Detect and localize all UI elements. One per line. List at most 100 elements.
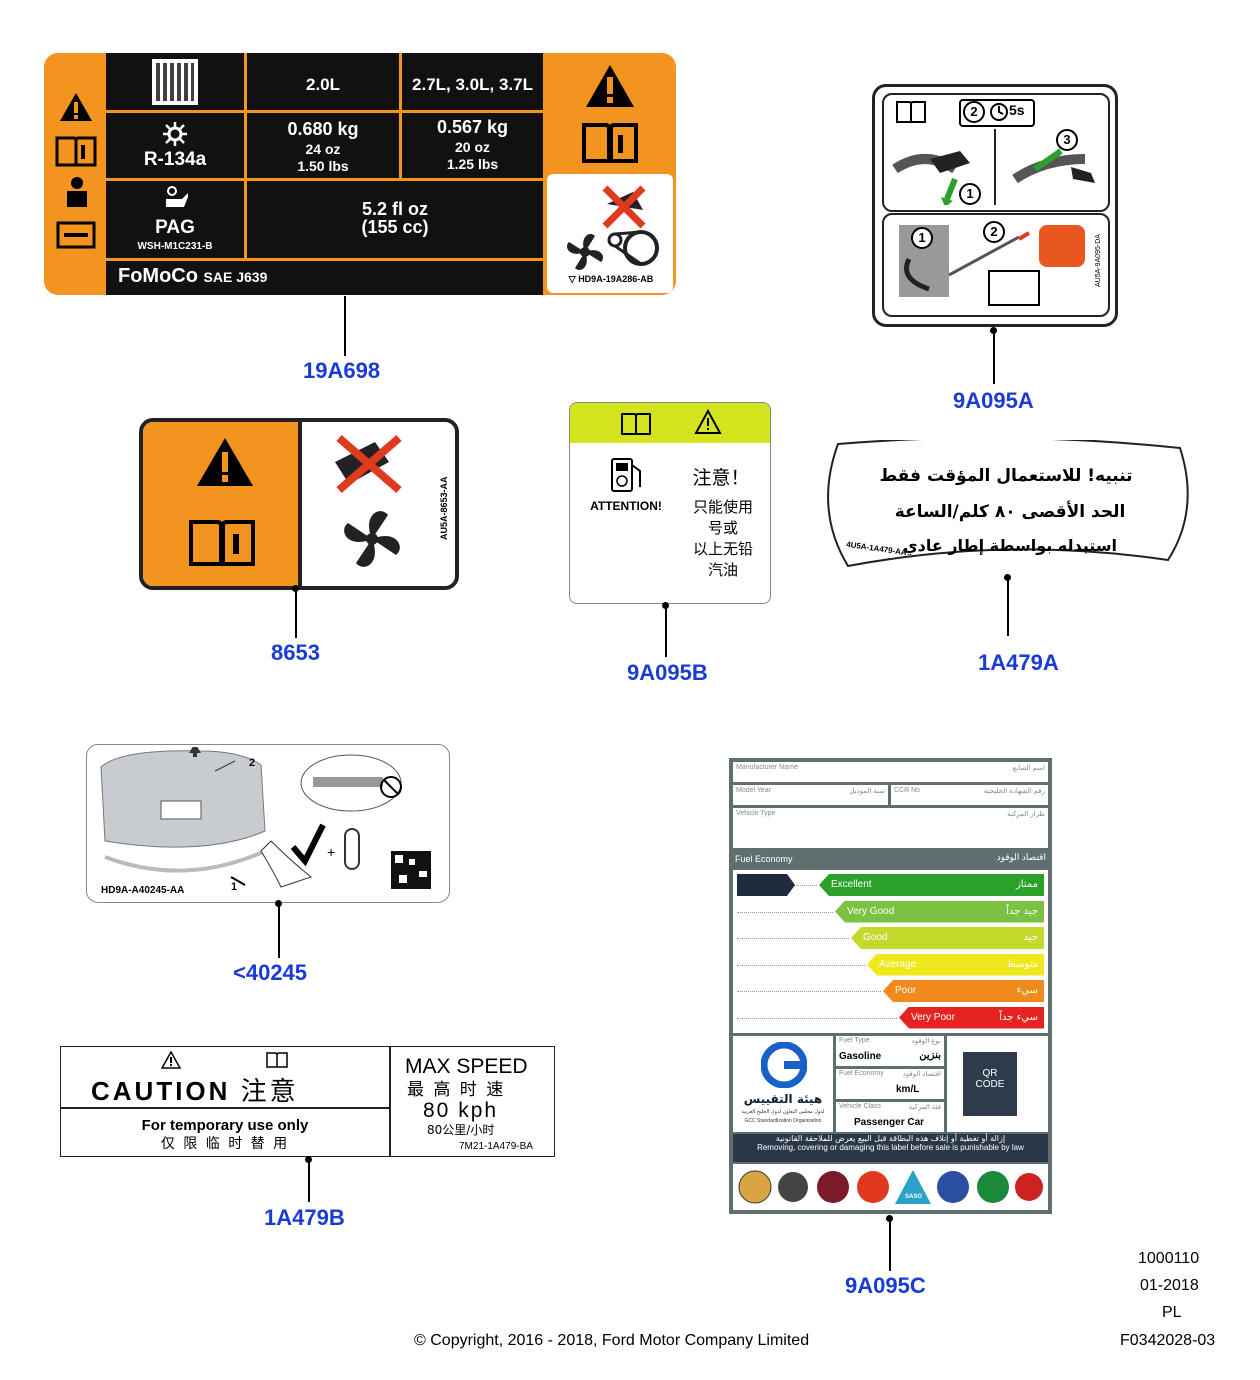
warning-icon (161, 1051, 181, 1069)
oil-amount-cc: (155 cc) (361, 217, 429, 237)
doc-ref: F0342028-03 (1120, 1332, 1216, 1349)
legal-warning: إزالة أو تغطية أو إتلاف هذه البطاقة قبل … (733, 1134, 1048, 1162)
fan-hazard-panel: ▽ HD9A-19A286-AB (547, 174, 673, 293)
callout-1a479b[interactable]: 1A479B (264, 1205, 345, 1230)
fuel-nozzle-diagram (892, 129, 1095, 205)
warning-icon (60, 93, 92, 121)
arabic-line2: الحد الأقصى ٨٠ كلم/الساعة (894, 502, 1126, 522)
member-state-logos (738, 1170, 1043, 1204)
callout-9a095c[interactable]: 9A095C (845, 1273, 926, 1298)
step-2-badge: 2 (963, 101, 985, 123)
part-code: AU5A-8653-AA (439, 476, 449, 540)
doc-date: 01-2018 (1140, 1277, 1199, 1294)
fan-icon (344, 511, 400, 567)
oil-type: PAG (155, 217, 195, 238)
part-code: ▽ HD9A-19A286-AB (568, 274, 654, 284)
refrigerant-type: R-134a (143, 149, 207, 170)
zh-lines: 只能使用 号或 以上无铅 汽油 (692, 498, 753, 579)
svg-text:+: + (327, 844, 335, 860)
manual-book-icon (582, 123, 638, 163)
warning-icon (586, 65, 634, 107)
arabic-line3: استبدله بواسطة إطار عادي (902, 536, 1118, 555)
step-b2-badge: 2 (983, 221, 1005, 243)
label-19a698: 2.0L 2.7L, 3.0L, 3.7L R-134a 0.680 kg 24… (44, 53, 676, 295)
manual-book-icon (189, 520, 255, 566)
qr-panel: QR CODE (947, 1036, 1048, 1132)
manual-book-icon (266, 1052, 288, 1068)
label-9a095b: ATTENTION! 注意！ 只能使用 号或 以上无铅 汽油 (569, 402, 771, 604)
doc-id: 1000110 (1138, 1250, 1200, 1267)
arabic-line1: تنبيه! للاستعمال المؤقت فقط (879, 466, 1133, 486)
member-logos-strip: SASO (733, 1164, 1048, 1210)
brand-fomoco: FoMoCo SAE J639 (118, 265, 268, 287)
technician-icon (67, 177, 87, 207)
fuel-pump-icon (611, 458, 641, 492)
callout-40245[interactable]: <40245 (233, 960, 308, 985)
oil-amount-floz: 5.2 fl oz (361, 199, 428, 219)
label-8653: AU5A-8653-AA (139, 418, 459, 590)
step-b1-badge: 1 (911, 227, 933, 249)
max-speed-zh: 最 高 时 速 (407, 1080, 506, 1100)
manual-book-icon (55, 136, 97, 167)
fan-belt-hazard-icon (566, 185, 659, 271)
callout-19a698[interactable]: 19A698 (303, 358, 381, 383)
attention-text: ATTENTION! (590, 499, 662, 513)
amount1-lbs: 1.50 lbs (297, 158, 349, 174)
amount2-oz: 20 oz (454, 139, 490, 155)
copyright: © Copyright, 2016 - 2018, Ford Motor Com… (414, 1332, 810, 1349)
callout-8653[interactable]: 8653 (271, 640, 320, 665)
caution-text: CAUTION 注意 (91, 1076, 299, 1107)
doc-region: PL (1162, 1304, 1182, 1321)
gso-logo-panel: هيئة التقييس لدول مجلس التعاون لدول الخل… (733, 1036, 833, 1132)
temp-use-text: For temporary use only (141, 1117, 309, 1134)
step-1-badge: 1 (959, 183, 981, 205)
oil-can-icon (166, 186, 188, 207)
trunk-kick-diagram: + (100, 747, 431, 889)
manual-book-icon (621, 413, 651, 435)
label-1a479b: CAUTION 注意 For temporary use only 仅 限 临 … (60, 1046, 555, 1157)
hand-hazard-icon (335, 434, 402, 494)
callout-num-1: 1 (231, 881, 238, 893)
callout-num-2: 2 (249, 757, 256, 769)
oil-spec: WSH-M1C231-B (137, 241, 213, 252)
label-9a095a: 2 5s 3 1 1 2 AU5A-9A095-DA (872, 84, 1118, 327)
rating-guide-line (737, 911, 833, 913)
zh-title: 注意！ (692, 467, 750, 489)
step-3-badge: 3 (1056, 129, 1078, 151)
qr-code-image (152, 59, 198, 105)
label-1a479a-outline (827, 440, 1189, 568)
part-code: HD9A-A40245-AA (101, 885, 185, 896)
qr-code-placeholder: QR CODE (963, 1052, 1017, 1116)
amount1-kg: 0.680 kg (287, 119, 359, 139)
temp-use-zh: 仅 限 临 时 替 用 (160, 1136, 290, 1152)
engine-col2-label: 2.7L, 3.0L, 3.7L (412, 75, 533, 94)
max-speed-text: MAX SPEED (405, 1055, 528, 1078)
callout-9a095a[interactable]: 9A095A (953, 388, 1034, 413)
amount1-oz: 24 oz (305, 141, 341, 157)
fuel-economy-heading-ar: اقتصاد الوقود (996, 852, 1046, 862)
service-tool-icon (56, 221, 96, 249)
rating-guide-line (737, 1017, 897, 1019)
speed-kph: 80 kph (423, 1099, 499, 1122)
rating-guide-line (737, 938, 849, 939)
rating-marker (737, 874, 787, 896)
callout-1a479a[interactable]: 1A479A (978, 650, 1059, 675)
rating-guide-line (737, 991, 881, 992)
time-label: 5s (1009, 102, 1025, 118)
rating-guide-line (737, 964, 865, 966)
warning-icon (694, 409, 722, 434)
part-code: AU5A-9A095-DA (1095, 234, 1102, 287)
speed-zh: 80公里/小时 (427, 1123, 495, 1137)
amount2-lbs: 1.25 lbs (446, 156, 499, 172)
callout-9a095b[interactable]: 9A095B (627, 660, 708, 685)
amount2-kg: 0.567 kg (436, 117, 509, 137)
refrigerant-icon (163, 122, 187, 146)
